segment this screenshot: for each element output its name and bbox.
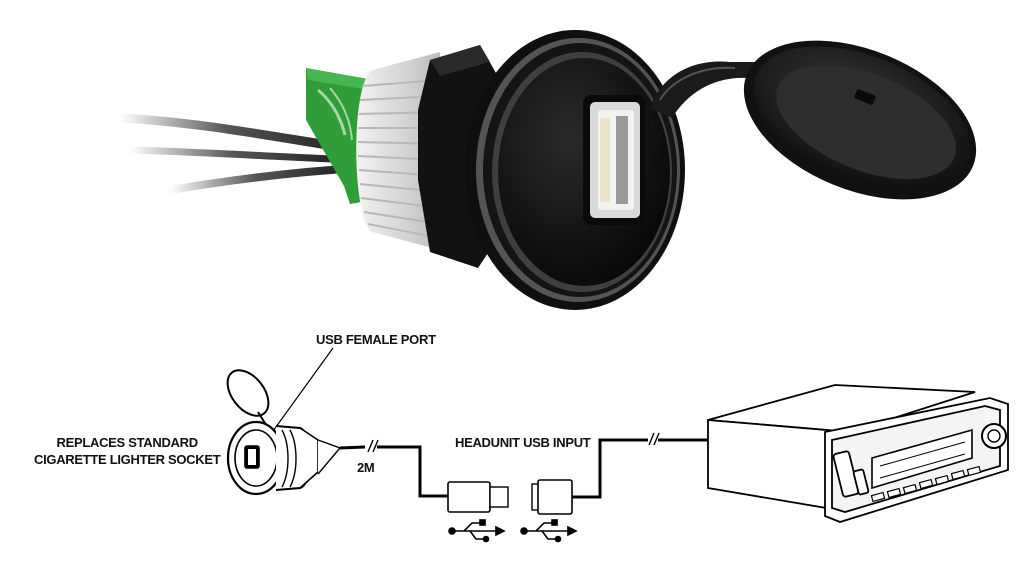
headunit-usb-input-label: HEADUNIT USB INPUT xyxy=(455,435,591,450)
usb-female-port-label: USB FEMALE PORT xyxy=(316,332,436,347)
usb-male-plug xyxy=(447,481,509,513)
cable-headunit xyxy=(572,438,648,499)
usb-icon xyxy=(520,519,578,543)
cable-length-label: 2M xyxy=(357,460,375,475)
port-callout-line xyxy=(267,347,334,439)
wiring-diagram xyxy=(226,347,708,515)
usb-female-plug xyxy=(531,479,573,515)
replaces-label-line2: CIGARETTE LIGHTER SOCKET xyxy=(34,452,221,467)
dust-cap xyxy=(743,40,977,200)
socket-sketch xyxy=(226,369,342,496)
replaces-socket-label: REPLACES STANDARD CIGARETTE LIGHTER SOCK… xyxy=(34,434,221,468)
cap-hinge xyxy=(650,61,760,118)
replaces-label-line1: REPLACES STANDARD xyxy=(56,435,199,450)
head-unit xyxy=(707,384,1009,523)
cable-lower xyxy=(166,164,364,194)
usb-port-opening xyxy=(583,95,645,225)
usb-icon xyxy=(448,519,506,543)
usb-socket-photo xyxy=(115,30,977,310)
cable-2m xyxy=(339,445,366,450)
